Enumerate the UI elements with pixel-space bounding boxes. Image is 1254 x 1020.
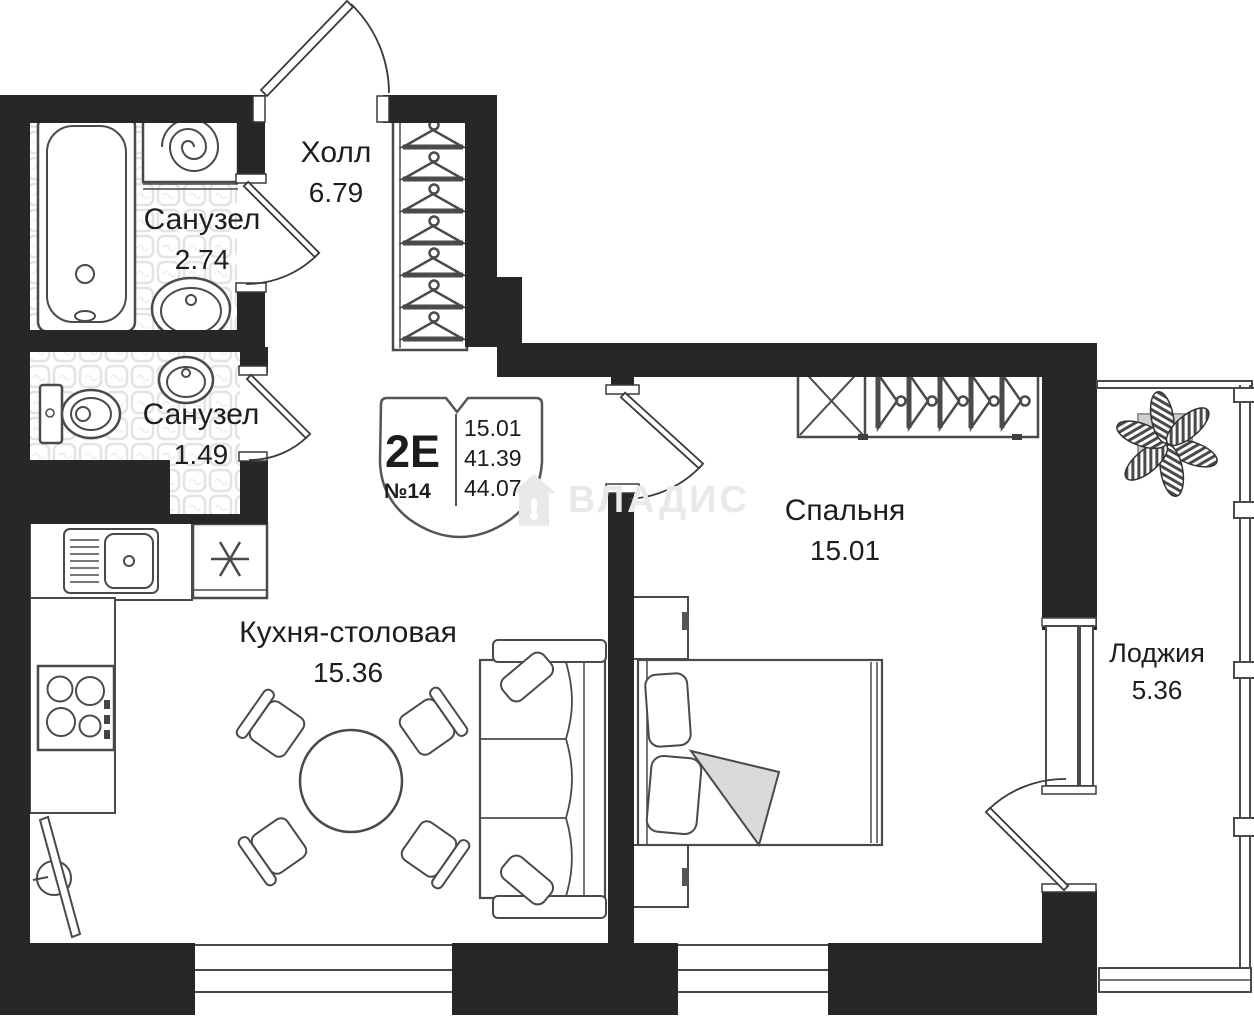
area-without-loggia-value: 41.39	[464, 445, 522, 471]
room-name: Лоджия	[1109, 638, 1205, 668]
unit-badge-shape	[378, 396, 544, 539]
chair	[398, 686, 469, 756]
room-area: 15.01	[809, 535, 881, 566]
bathroom-small-door	[238, 365, 312, 462]
chair	[400, 820, 471, 890]
bathroom-large-door	[235, 173, 321, 293]
nightstand	[631, 844, 689, 908]
hanger-icon	[398, 119, 468, 342]
bedroom-window	[678, 944, 828, 993]
dining-set	[235, 686, 471, 890]
room-area: 5.36	[1131, 675, 1183, 705]
snowflake-icon	[211, 541, 249, 577]
bathroom-sink-large	[150, 276, 232, 342]
washing-machine	[141, 110, 240, 190]
room-label-bedroom: Спальня 15.01	[785, 496, 906, 565]
nightstand	[631, 596, 689, 660]
hall-wardrobe	[391, 111, 469, 352]
doors	[235, 0, 1097, 893]
room-label-loggia: Лоджия 5.36	[1109, 638, 1205, 705]
room-label-kitchen: Кухня-столовая 15.36	[239, 618, 457, 687]
watermark-house-icon	[512, 474, 556, 526]
radiator	[32, 815, 82, 939]
room-name: Холл	[300, 136, 372, 169]
room-label-bathroom-large: Санузел 2.74	[144, 205, 261, 274]
room-name: Санузел	[142, 398, 260, 431]
room-label-hall: Холл 6.79	[301, 138, 372, 207]
room-area: 6.79	[308, 177, 364, 208]
balcony-door	[984, 778, 1097, 893]
hanger-side-icon	[875, 370, 1031, 432]
toilet	[38, 383, 122, 445]
windows	[195, 380, 1254, 993]
bathroom-sink-small	[157, 355, 215, 405]
fridge	[191, 522, 269, 600]
room-name: Санузел	[143, 203, 261, 236]
room-name: Кухня-столовая	[239, 616, 457, 649]
loggia-glazing	[1096, 380, 1254, 993]
watermark: ВЛАДИС	[510, 472, 750, 528]
room-label-bathroom-small: Санузел 1.49	[143, 400, 260, 469]
dining-table	[298, 728, 404, 834]
bathtub	[36, 114, 137, 334]
sofa	[478, 639, 607, 919]
living-area-value: 15.01	[464, 415, 522, 441]
walls	[0, 95, 1097, 1015]
room-name: Спальня	[784, 494, 906, 527]
blanket	[688, 749, 781, 848]
unit-number: №14	[384, 480, 431, 503]
bedroom-door	[605, 384, 705, 500]
chair	[235, 688, 306, 758]
kitchen-sink	[63, 528, 159, 594]
unit-type: 2Е	[385, 426, 441, 477]
unit-badge: 2Е №14 15.01 41.39 44.07	[377, 396, 544, 538]
kitchen-window	[195, 944, 452, 993]
bedroom-loggia-window	[1041, 617, 1097, 787]
bed	[636, 658, 884, 848]
room-area: 15.36	[312, 657, 384, 688]
total-area-value: 44.07	[464, 475, 522, 501]
room-area: 2.74	[174, 244, 230, 275]
stove	[36, 664, 116, 752]
room-area: 1.49	[173, 439, 229, 470]
entrance-door	[252, 0, 390, 123]
unit-areas: 15.01 41.39 44.07	[464, 413, 522, 503]
plant	[1116, 390, 1218, 498]
chair	[237, 817, 308, 887]
watermark-text: ВЛАДИС	[568, 478, 750, 521]
